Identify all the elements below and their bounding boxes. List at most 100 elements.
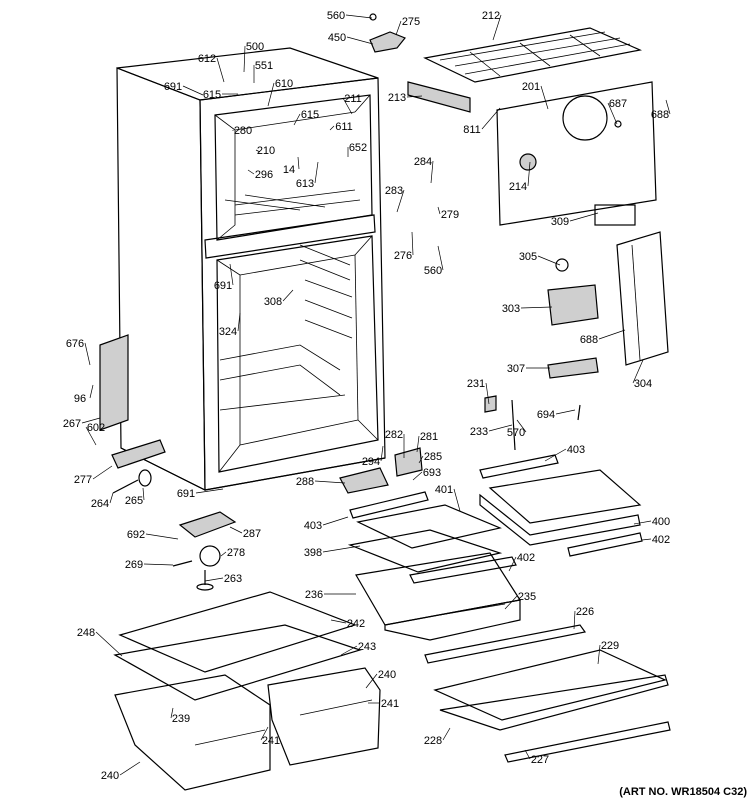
callout-560: 560 — [424, 245, 444, 277]
part-number-label: 241 — [262, 735, 280, 747]
part-number-label: 277 — [74, 474, 92, 486]
part-number-label: 615 — [301, 109, 319, 121]
crisper-drawer-left — [114, 674, 271, 791]
callout-211: 211 — [342, 93, 362, 115]
leader-line — [430, 160, 434, 184]
callout-265: 265 — [125, 487, 145, 507]
callout-280: 280 — [232, 125, 252, 137]
part-number-label: 275 — [402, 16, 420, 28]
part-number-label: 305 — [519, 251, 537, 263]
part-number-label: 398 — [304, 547, 322, 559]
part-number-label: 500 — [246, 41, 264, 53]
leader-line — [607, 102, 618, 125]
callout-242: 242 — [330, 618, 365, 630]
leader-line — [453, 488, 461, 512]
hinge-bottom — [99, 334, 166, 494]
leader-line — [330, 619, 347, 624]
crisper-drawer-right — [267, 667, 381, 766]
part-number-label: 688 — [651, 109, 669, 121]
leader-line — [665, 99, 671, 115]
callout-241: 241 — [368, 698, 399, 710]
leader-line — [380, 445, 384, 462]
leader-line — [365, 673, 378, 689]
callout-248: 248 — [77, 627, 123, 657]
leader-line — [243, 45, 246, 73]
part-number-label: 248 — [77, 627, 95, 639]
leader-line — [342, 97, 353, 115]
leader-line — [537, 255, 561, 266]
part-number-label: 233 — [470, 426, 488, 438]
leader-line — [412, 471, 423, 481]
callout-308: 308 — [264, 289, 294, 308]
leader-line — [170, 707, 174, 719]
leader-line — [416, 435, 420, 453]
part-number-label: 652 — [349, 142, 367, 154]
leader-line — [297, 156, 300, 170]
leader-line — [247, 169, 255, 175]
leader-line — [195, 488, 224, 494]
glass-shelf-assembly-left — [347, 491, 517, 584]
cabinet-assembly — [116, 47, 386, 491]
callout-602: 602 — [85, 422, 105, 446]
callout-226: 226 — [573, 606, 594, 630]
callout-303: 303 — [502, 303, 553, 315]
part-number-label: 229 — [601, 640, 619, 652]
leader-line — [597, 644, 601, 665]
callout-570: 570 — [507, 419, 527, 439]
leader-line — [504, 595, 518, 610]
leader-line — [573, 610, 576, 630]
leader-line — [527, 161, 531, 187]
callout-213: 213 — [388, 92, 423, 104]
part-number-label: 402 — [517, 552, 535, 564]
callout-282: 282 — [385, 429, 405, 458]
leader-line — [216, 57, 225, 83]
leader-line — [516, 419, 527, 433]
callout-500: 500 — [243, 41, 264, 73]
leader-line — [437, 245, 444, 271]
bottom-shelf-assembly — [424, 624, 671, 763]
leader-line — [508, 556, 517, 572]
part-number-label: 309 — [551, 216, 569, 228]
callout-309: 309 — [551, 212, 599, 228]
callout-811: 811 — [463, 107, 501, 136]
callout-403: 403 — [544, 444, 585, 462]
part-number-label: 296 — [255, 169, 273, 181]
part-number-label: 403 — [567, 444, 585, 456]
leader-line — [267, 82, 275, 107]
leader-line — [145, 533, 179, 540]
callout-264: 264 — [91, 492, 114, 510]
callout-688: 688 — [580, 329, 626, 346]
leader-line — [418, 455, 424, 464]
callout-284: 284 — [414, 156, 434, 184]
part-number-label: 279 — [441, 209, 459, 221]
leader-line — [85, 426, 97, 446]
leader-line — [255, 149, 261, 153]
leader-line — [260, 726, 269, 741]
leader-line — [345, 14, 373, 19]
part-number-label: 235 — [518, 591, 536, 603]
cabinet-side-panel — [116, 67, 206, 491]
leader-line — [555, 409, 576, 415]
callout-231: 231 — [467, 378, 490, 405]
part-number-label: 551 — [255, 60, 273, 72]
leader-line — [520, 306, 553, 309]
leader-line — [641, 538, 652, 541]
callout-240: 240 — [365, 669, 396, 689]
leader-line — [229, 263, 234, 286]
part-number-label: 211 — [344, 93, 362, 105]
hinge-top — [369, 13, 406, 53]
leader-line — [322, 545, 361, 553]
part-number-label: 402 — [652, 534, 670, 546]
leader-line — [633, 520, 652, 525]
leader-line — [411, 231, 414, 256]
freezer-wire-shelf — [423, 27, 642, 83]
leader-line — [229, 526, 243, 534]
leader-line — [89, 384, 94, 399]
leader-line — [322, 516, 349, 526]
callout-233: 233 — [470, 424, 513, 438]
part-number-label: 210 — [257, 145, 275, 157]
part-number-label: 676 — [66, 338, 84, 350]
part-number-label: 265 — [125, 495, 143, 507]
evaporator-cover — [496, 81, 657, 226]
